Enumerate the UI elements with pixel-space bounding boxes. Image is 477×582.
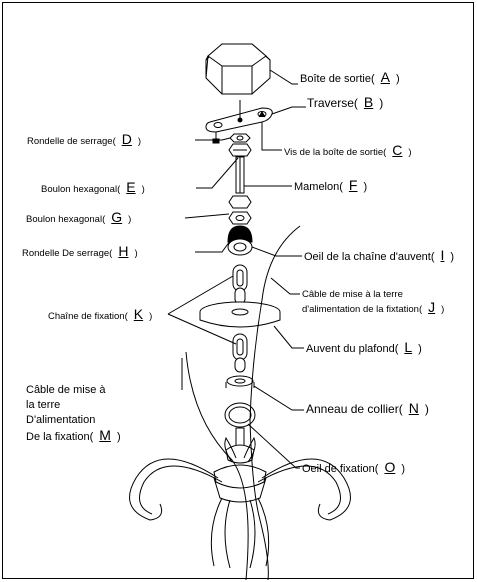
label-outlet-box-screw: Vis de la boîte de sortie(C) <box>284 142 412 158</box>
fixture-loop <box>213 402 267 503</box>
collar-ring <box>225 375 255 388</box>
label-fixture-loop: Oeil de fixation(O) <box>302 459 405 475</box>
label-collar-ring: Anneau de collier(N) <box>306 400 429 416</box>
fixture-arms <box>129 436 351 569</box>
label-lock-washer-top: Rondelle de serrage(D) <box>27 131 142 147</box>
label-hex-bolt-top: Boulon hexagonal(E) <box>41 179 145 195</box>
chain-lower <box>232 333 248 373</box>
label-hex-bolt-bottom: Boulon hexagonal(G) <box>26 209 132 225</box>
label-fixture-ground-wire: Câble de mise à la terre D'alimentation … <box>26 384 121 443</box>
fixture-ground-wire <box>185 351 249 581</box>
label-ceiling-canopy: Auvent du plafond(L) <box>306 339 422 355</box>
label-crossbar: Traverse(B) <box>307 94 384 110</box>
label-lock-washer-bottom: Rondelle De serrage(H) <box>22 243 138 259</box>
label-outlet-box: Boîte de sortie(A) <box>300 69 400 85</box>
supply-ground-wire <box>249 225 301 581</box>
outlet-box <box>205 43 271 95</box>
box-screws <box>212 111 266 144</box>
canopy-eye <box>227 225 253 256</box>
hex-nut-and-nipple <box>228 143 252 225</box>
label-canopy-chain-eye: Oeil de la chaîne d'auvent(I) <box>304 247 455 263</box>
leader-lines <box>167 69 306 469</box>
label-nipple: Mamelon(F) <box>294 177 368 193</box>
ceiling-canopy <box>199 301 281 328</box>
label-fixture-chain: Chaîne de fixation(K) <box>48 306 153 322</box>
chain-upper <box>232 264 248 305</box>
label-supply-ground-wire: Câble de mise à la terre d'alimentation … <box>302 289 445 315</box>
